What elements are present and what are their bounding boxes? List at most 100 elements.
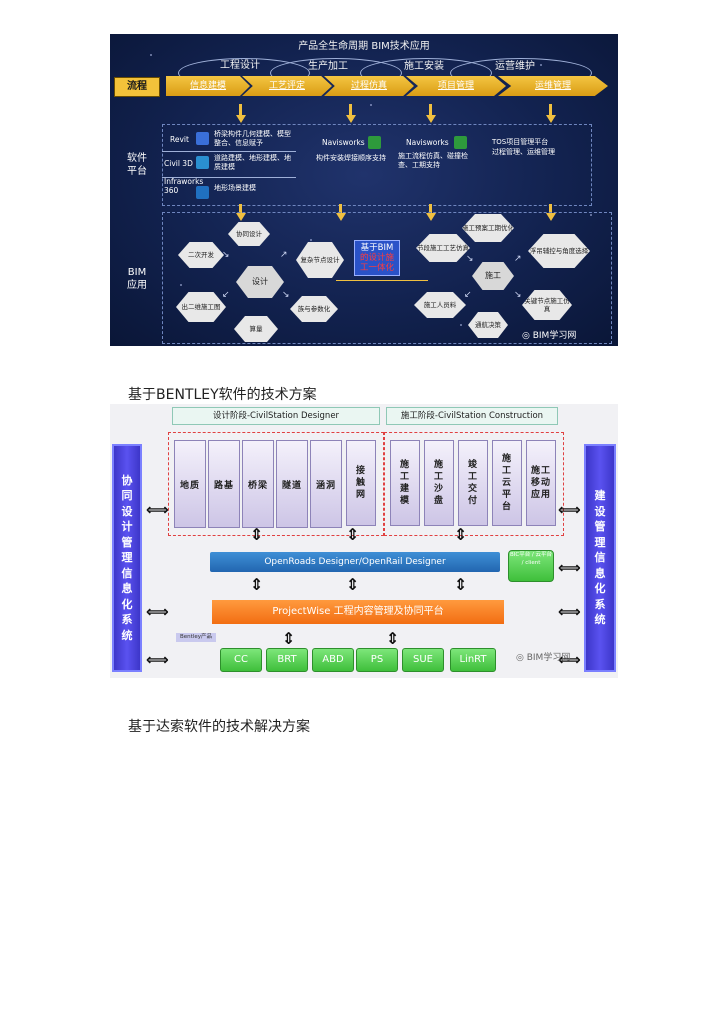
phase-arc (450, 58, 592, 88)
vertical-double-arrow: ⇕ (250, 575, 264, 594)
design-module: 路基 (208, 440, 240, 528)
bim-panel (162, 212, 612, 344)
construction-group (384, 432, 564, 536)
design-node: 算量 (234, 316, 278, 342)
design-module: 桥梁 (242, 440, 274, 528)
connector-line (336, 280, 428, 281)
design-group (168, 432, 384, 536)
vertical-double-arrow: ⇕ (454, 525, 468, 544)
vertical-double-arrow: ⇕ (346, 575, 360, 594)
flow-arrow (549, 204, 552, 214)
figure-title: 产品全生命周期 BIM技术应用 (298, 41, 430, 52)
divider (162, 177, 296, 178)
software-panel (162, 124, 592, 206)
watermark: ◎ BIM学习网 (522, 331, 577, 341)
software-name: Civil 3D (164, 159, 193, 168)
cycle-arrow: ↘ (466, 254, 474, 264)
software-desc: 桥梁构件几何建模、模型整合、信息赋予 (214, 130, 291, 147)
product-box: LinRT (450, 648, 496, 672)
flow-arrow (429, 204, 432, 214)
product-box: SUE (402, 648, 444, 672)
flow-label: 流程 (114, 77, 160, 97)
double-arrow: ⟺ (558, 500, 581, 519)
construction-module: 施工云平台 (492, 440, 522, 526)
vertical-double-arrow: ⇕ (346, 525, 360, 544)
construction-mgmt-system: 建设管理信息化系统 (584, 444, 616, 672)
software-name: Infraworks 360 (164, 177, 204, 195)
infraworks-icon (196, 186, 209, 199)
bentley-products-tag: Bentley产品 (176, 633, 216, 642)
vertical-double-arrow: ⇕ (282, 629, 296, 648)
product-box: ABD (312, 648, 354, 672)
flow-arrow (236, 115, 246, 123)
flow-arrow (429, 104, 432, 116)
construction-module: 施工移动应用 (526, 440, 556, 526)
figure-bentley-solution: 设计阶段-CivilStation Designer 施工阶段-CivilSta… (110, 404, 618, 678)
flow-arrow (336, 213, 346, 221)
vertical-double-arrow: ⇕ (454, 575, 468, 594)
product-box: PS (356, 648, 398, 672)
flow-arrow (346, 115, 356, 123)
flow-arrow (349, 104, 352, 116)
construction-node: 施工人员料 (414, 292, 466, 318)
cycle-arrow: ↗ (280, 250, 288, 260)
flow-arrow (239, 204, 242, 214)
cycle-arrow: ↙ (222, 290, 230, 300)
software-desc: 过程管理、运维管理 (492, 148, 555, 156)
double-arrow: ⟺ (146, 602, 169, 621)
design-module: 接触网 (346, 440, 376, 526)
vertical-double-arrow: ⇕ (386, 629, 400, 648)
double-arrow: ⟺ (558, 558, 581, 577)
flow-arrow (426, 213, 436, 221)
cycle-arrow: ↘ (222, 250, 230, 260)
civil3d-icon (196, 156, 209, 169)
cycle-arrow: ↘ (282, 290, 290, 300)
phase-label: 施工安装 (404, 61, 444, 72)
divider (162, 151, 296, 152)
software-desc: 构件安装焊接顺序支持 (316, 154, 386, 162)
cycle-arrow: ↗ (514, 254, 522, 264)
double-arrow: ⟺ (558, 602, 581, 621)
cloud-platform-box: BIC平台 / 云平台 / client (508, 550, 554, 582)
flow-arrow (339, 204, 342, 214)
flow-arrow (236, 213, 246, 221)
flow-arrow (239, 104, 242, 116)
revit-icon (196, 132, 209, 145)
flow-step: 运维管理 (498, 76, 608, 96)
software-desc: 施工流程仿真、碰撞检查、工期支持 (398, 152, 468, 169)
design-module: 隧道 (276, 440, 308, 528)
software-label: 软件 平台 (127, 153, 147, 177)
design-node: 复杂节点设计 (296, 242, 344, 278)
phase-label: 运营维护 (495, 61, 535, 72)
software-desc: 道路建模、地形建模、地质建模 (214, 154, 291, 171)
flow-arrow (426, 115, 436, 123)
construction-module: 施工建模 (390, 440, 420, 526)
navisworks-icon (454, 136, 467, 149)
flow-arrow (549, 104, 552, 116)
design-node: 协同设计 (228, 222, 270, 246)
cycle-arrow: ↙ (464, 290, 472, 300)
collab-design-system: 协同设计管理信息化系统 (112, 444, 142, 672)
flow-step: 工艺评定 (242, 76, 332, 96)
design-module: 地质 (174, 440, 206, 528)
software-name: Navisworks (406, 138, 449, 147)
figure-bim-lifecycle: 产品全生命周期 BIM技术应用 工程设计 生产加工 施工安装 运营维护 流程 信… (110, 34, 618, 346)
flow-step: 项目管理 (406, 76, 506, 96)
caption: 基于达索软件的技术解决方案 (128, 719, 310, 735)
caption: 基于BENTLEY软件的技术方案 (128, 387, 317, 403)
openroads-designer-bar: OpenRoads Designer/OpenRail Designer (210, 552, 500, 572)
phase-label: 生产加工 (308, 61, 348, 72)
software-name: Revit (170, 135, 189, 144)
projectwise-platform-bar: ProjectWise 工程内容管理及协同平台 (212, 600, 504, 624)
flow-arrow (546, 115, 556, 123)
product-box: CC (220, 648, 262, 672)
vertical-double-arrow: ⇕ (250, 525, 264, 544)
software-desc: 地形场景建模 (214, 184, 256, 192)
design-node: 族与参数化 (290, 296, 338, 322)
design-node: 设计 (236, 266, 284, 298)
bim-label: BIM 应用 (127, 267, 147, 291)
phase-label: 工程设计 (220, 60, 260, 71)
design-node: 二次开发 (178, 242, 224, 268)
double-arrow: ⟺ (146, 500, 169, 519)
integration-banner: 基于BIM 的设计施 工一体化 (354, 240, 400, 276)
